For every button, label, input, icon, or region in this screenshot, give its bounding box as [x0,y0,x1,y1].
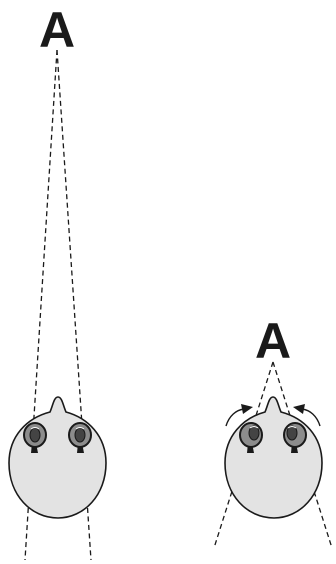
near-head [225,397,322,518]
near-head-outline [225,397,322,518]
far-head-outline [9,397,106,518]
far-target-panel: A [9,2,106,560]
near-target-label: A [255,313,291,369]
near-target-panel: A [214,313,332,548]
far-head [9,397,106,518]
far-target-label: A [39,2,75,58]
